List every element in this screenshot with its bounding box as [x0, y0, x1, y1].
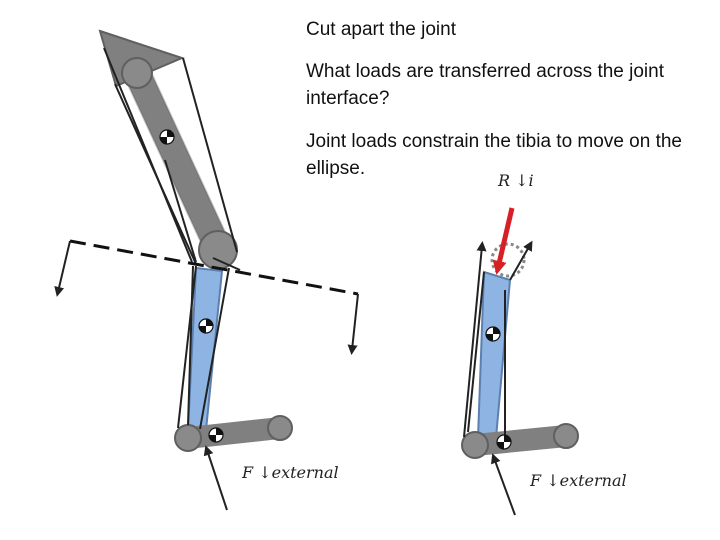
com-marker-tibia	[198, 318, 214, 334]
com-marker-foot	[208, 427, 224, 443]
foot-segment-isolated	[464, 425, 577, 456]
bullet-loads-question: What loads are transferred across the jo…	[306, 61, 665, 109]
ankle-joint-isolated	[461, 431, 489, 459]
isolated-shank-model: R ↓i F ↓external	[461, 171, 627, 516]
external-force-arrow-left	[203, 445, 228, 511]
external-force-arrow-right	[491, 453, 516, 516]
cut-line	[69, 239, 359, 296]
toe-end	[267, 415, 293, 441]
foot-segment	[177, 417, 291, 449]
full-leg-model: F ↓external	[54, 29, 359, 511]
muscle-lines-right	[463, 240, 533, 442]
reaction-force-arrow	[492, 207, 515, 275]
ankle-joint	[174, 424, 202, 452]
external-force-label-left: F ↓external	[241, 463, 339, 482]
joint-contact-circle	[490, 242, 526, 278]
cut-arrow-left	[54, 240, 71, 297]
external-force-label-right: F ↓external	[529, 471, 627, 490]
reaction-force-label: R ↓i	[497, 171, 534, 190]
com-marker-femur	[159, 129, 175, 145]
muscle-lines-left	[103, 47, 241, 430]
hip-joint	[121, 57, 153, 89]
com-marker-foot-isolated	[496, 434, 512, 450]
bullet-joint-loads-constrain: Joint loads constrain the tibia to move …	[306, 131, 683, 179]
cut-arrow-right	[347, 293, 359, 355]
com-marker-tibia-isolated	[485, 326, 501, 342]
toe-end-isolated	[553, 423, 579, 449]
bullet-cut-apart-joint: Cut apart the joint	[306, 19, 456, 40]
femoral-condyle	[198, 230, 238, 270]
